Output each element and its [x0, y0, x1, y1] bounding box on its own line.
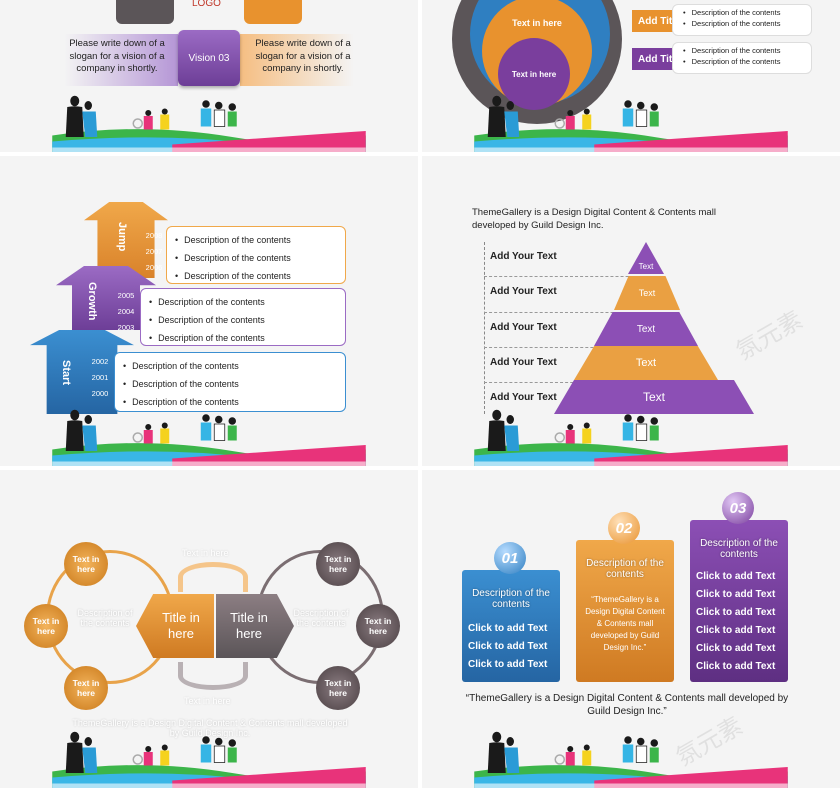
- top-arrow: [178, 562, 248, 592]
- cycle-footer: ThemeGallery is a Design Digital Content…: [72, 718, 348, 738]
- logo-text: LOGO: [192, 0, 221, 9]
- step-start-box: Description of the contents Description …: [114, 352, 346, 412]
- pyramid-row-5: Add Your Text: [490, 392, 557, 403]
- vision-tile-left: [116, 0, 174, 24]
- pyramid-divider: [484, 312, 654, 313]
- card-02-body: “ThemeGallery is a Design Digital Conten…: [585, 595, 665, 652]
- left-circle-1[interactable]: Text in here: [64, 542, 108, 586]
- pyramid-row-2: Add Your Text: [490, 286, 557, 297]
- top-arrow-text: Text in here: [182, 548, 229, 558]
- people-decoration: [51, 409, 367, 466]
- step-jump-years: 2008 2007 2006: [145, 231, 163, 272]
- step-growth-years: 2005 2004 2003: [117, 291, 135, 332]
- purple-wing: [64, 34, 178, 86]
- slide-circles[interactable]: Text in here Text in here Add Title Desc…: [422, 0, 840, 152]
- desc-left: Description of the contents: [77, 608, 133, 628]
- orange-wing: [240, 34, 354, 86]
- bottom-arrow: [178, 662, 248, 690]
- badge-03: 03: [722, 492, 754, 524]
- card-01[interactable]: Description of the contents Click to add…: [462, 570, 560, 682]
- step-growth-arrow: [56, 266, 156, 330]
- slide-steps[interactable]: Jump 2008 2007 2006 Description of the c…: [0, 156, 418, 466]
- pyramid-divider: [484, 347, 644, 348]
- right-circle-3[interactable]: Text in here: [316, 666, 360, 710]
- center-right-hex[interactable]: Title in here: [216, 594, 294, 658]
- step-start-label: Start: [60, 360, 72, 386]
- pyramid-ruler: [484, 242, 485, 414]
- step-jump-label: Jump: [116, 222, 128, 252]
- pyramid-row-1: Add Your Text: [490, 251, 557, 262]
- slide-cycle[interactable]: Text in here Text in here Text in here T…: [0, 470, 418, 788]
- pyramid-row-4: Add Your Text: [490, 357, 557, 368]
- vision-tile-right: [244, 0, 302, 24]
- people-decoration: [473, 95, 789, 152]
- people-decoration: [473, 409, 789, 466]
- card-03-item[interactable]: Click to add Text: [696, 661, 776, 672]
- bottom-arrow-text: Text in here: [184, 696, 231, 706]
- people-decoration: [473, 731, 789, 788]
- step-jump-arrow: [84, 202, 168, 278]
- step-growth-label: Growth: [86, 282, 98, 321]
- badge-02: 02: [608, 512, 640, 544]
- pyramid-level-1: Text: [628, 242, 664, 274]
- card-01-item[interactable]: Click to add Text: [468, 659, 548, 670]
- pyramid-dividers: [484, 276, 664, 277]
- circle-mid-text: Text in here: [512, 18, 562, 28]
- slide-pyramid[interactable]: ThemeGallery is a Design Digital Content…: [422, 156, 840, 466]
- left-circle-3[interactable]: Text in here: [64, 666, 108, 710]
- card-01-item[interactable]: Click to add Text: [468, 623, 548, 634]
- step-jump-box: Description of the contents Description …: [166, 226, 346, 284]
- pyramid-divider: [484, 382, 634, 383]
- card-03-item[interactable]: Click to add Text: [696, 625, 776, 636]
- card-03-item[interactable]: Click to add Text: [696, 607, 776, 618]
- pyramid-row-3: Add Your Text: [490, 322, 557, 333]
- circle-purple: Text in here: [498, 38, 570, 110]
- card-03-item[interactable]: Click to add Text: [696, 643, 776, 654]
- step-start-years: 2002 2001 2000: [91, 357, 109, 398]
- card-02[interactable]: Description of the contents “ThemeGaller…: [576, 540, 674, 682]
- card-01-item[interactable]: Click to add Text: [468, 641, 548, 652]
- people-decoration: [51, 731, 367, 788]
- slogan-left: Please write down of a slogan for a visi…: [69, 38, 165, 74]
- people-decoration: [51, 95, 367, 152]
- vision-label: Vision 03: [188, 52, 230, 64]
- card-03-item[interactable]: Click to add Text: [696, 589, 776, 600]
- pyramid-level-2: Text: [614, 276, 680, 310]
- desc-box-2: Description of the contents Description …: [672, 42, 812, 74]
- circle-inner-text: Text in here: [511, 69, 557, 79]
- slide-vision[interactable]: LOGO Please write down of a slogan for a…: [0, 0, 418, 152]
- vision-03-tile[interactable]: Vision 03: [178, 30, 240, 86]
- desc-box-1: Description of the contents Description …: [672, 4, 812, 36]
- slide-cards[interactable]: Description of the contents Click to add…: [422, 470, 840, 788]
- pyramid-level-4: Text: [574, 346, 718, 380]
- pyramid-level-5: Text: [554, 380, 754, 414]
- cards-footer: “ThemeGallery is a Design Digital Conten…: [465, 693, 789, 717]
- watermark: 氛元素: [731, 305, 808, 366]
- card-03[interactable]: Description of the contents Click to add…: [690, 520, 788, 682]
- right-circle-2[interactable]: Text in here: [356, 604, 400, 648]
- pyramid-heading: ThemeGallery is a Design Digital Content…: [472, 207, 716, 231]
- center-left-hex[interactable]: Title in here: [136, 594, 214, 658]
- desc-right: Description of the contents: [293, 608, 349, 628]
- step-growth-box: Description of the contents Description …: [140, 288, 346, 346]
- card-03-item[interactable]: Click to add Text: [696, 571, 776, 582]
- pyramid-level-3: Text: [594, 312, 698, 346]
- slogan-right: Please write down of a slogan for a visi…: [255, 38, 351, 74]
- left-circle-2[interactable]: Text in here: [24, 604, 68, 648]
- badge-01: 01: [494, 542, 526, 574]
- right-circle-1[interactable]: Text in here: [316, 542, 360, 586]
